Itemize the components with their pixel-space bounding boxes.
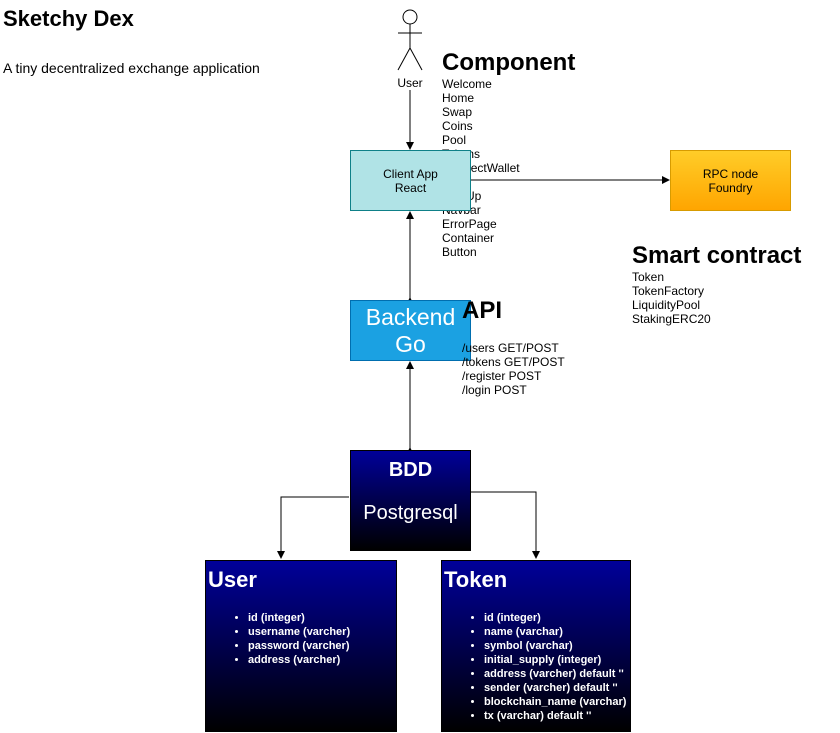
token-table-field: initial_supply (integer) [484,653,626,667]
backend-node[interactable]: Backend Go [350,300,471,361]
backend-label: Backend [365,303,456,330]
token-table-fields: id (integer) name (varchar) symbol (varc… [442,611,626,723]
bdd-to-user-arrow [277,496,349,559]
database-node[interactable]: BDD Postgresql [350,450,471,551]
database-engine: Postgresql [363,502,458,524]
token-table-field: id (integer) [484,611,626,625]
component-heading: Component [442,49,576,76]
token-table-field: name (varchar) [484,625,626,639]
user-table-field: id (integer) [248,611,350,625]
user-table-field: password (varcher) [248,639,350,653]
api-list: /users GET/POST /tokens GET/POST /regist… [462,341,565,397]
smart-contract-item: StakingERC20 [632,312,711,326]
rpc-node-tech: Foundry [708,180,753,195]
api-endpoint: /register POST [462,369,542,383]
token-table-field: sender (varcher) default '' [484,681,626,695]
smart-contract-item: Token [632,270,665,284]
database-title: BDD [388,459,433,481]
client-app-tech: React [394,180,427,195]
user-table-title: User [208,567,257,592]
smart-contract-heading: Smart contract [632,242,802,269]
token-table-field: symbol (varchar) [484,639,626,653]
component-item: Coins [442,119,473,133]
api-endpoint: /users GET/POST [462,341,559,355]
rpc-node-label: RPC node [702,166,759,181]
smart-contract-item: TokenFactory [632,284,705,298]
token-table-field: address (varcher) default '' [484,667,626,681]
smart-contract-item: LiquidityPool [632,298,701,312]
component-item: Swap [442,105,473,119]
page-subtitle: A tiny decentralized exchange applicatio… [3,60,260,76]
component-item: Pool [442,133,467,147]
api-endpoint: /login POST [462,383,527,397]
component-item: Button [442,245,477,259]
component-item: ErrorPage [442,217,497,231]
component-item: Welcome [442,77,492,91]
api-heading: API [462,297,503,324]
component-item: Home [442,91,475,105]
token-table-title: Token [444,567,508,592]
bdd-to-token-arrow [470,491,540,559]
api-endpoint: /tokens GET/POST [462,355,565,369]
smart-contract-list: Token TokenFactory LiquidityPool Staking… [632,270,711,326]
actor-label: User [397,76,423,90]
client-app-node[interactable]: Client App React [350,150,471,211]
component-item: Container [442,231,495,245]
client-app-label: Client App [383,166,438,181]
token-table[interactable]: Token id (integer) name (varchar) symbol… [441,560,631,732]
user-table-field: address (varcher) [248,653,350,667]
user-actor-icon [397,9,423,71]
page-title: Sketchy Dex [3,6,134,31]
user-table-field: username (varcher) [248,625,350,639]
user-table-fields: id (integer) username (varcher) password… [206,611,350,667]
backend-tech: Go [395,330,426,357]
token-table-field: tx (varchar) default '' [484,709,626,723]
rpc-node[interactable]: RPC node Foundry [670,150,791,211]
user-table[interactable]: User id (integer) username (varcher) pas… [205,560,397,732]
token-table-field: blockchain_name (varchar) [484,695,626,709]
